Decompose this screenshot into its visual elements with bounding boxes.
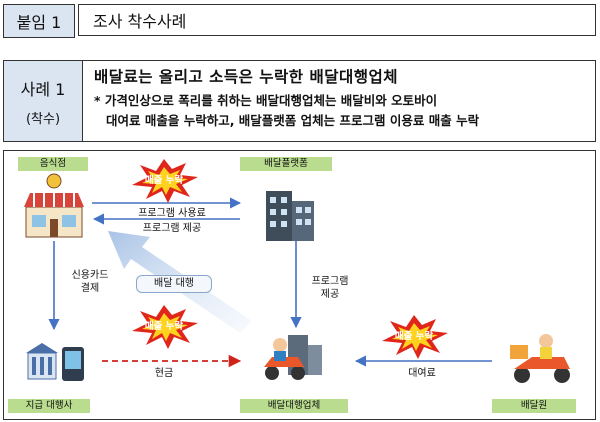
case-desc-line1: * 가격인상으로 폭리를 취하는 배달대행업체는 배달비와 오토바이 bbox=[94, 93, 438, 108]
case-desc-line2: 대여료 매출을 누락하고, 배달플랫폼 업체는 프로그램 이용료 매출 누락 bbox=[106, 113, 480, 128]
restaurant-icon bbox=[24, 173, 84, 238]
node-platform: 배달플랫폼 bbox=[240, 157, 332, 171]
burst-label: 매출 누락 bbox=[394, 331, 434, 342]
delivery-agency-icon bbox=[264, 335, 322, 380]
rider-icon bbox=[510, 334, 570, 383]
attachment-tag: 붙임 1 bbox=[3, 4, 75, 38]
diagram-canvas bbox=[24, 159, 570, 383]
node-rider: 배달원 bbox=[492, 399, 576, 413]
burst-label: 매출 누락 bbox=[144, 175, 184, 186]
flow-diagram: 음식점 배달플랫폼 지급 대행사 배달대행업체 배달원 매출 누락 매출 누락 … bbox=[3, 150, 596, 420]
flow-label-card-line2: 결제 bbox=[80, 283, 100, 294]
flow-label-cash: 현금 bbox=[154, 368, 174, 379]
node-delivery-agency: 배달대행업체 bbox=[240, 399, 348, 413]
burst-icon bbox=[382, 315, 448, 359]
building-icon bbox=[266, 191, 314, 241]
burst-icon bbox=[132, 305, 198, 349]
node-restaurant: 음식점 bbox=[18, 157, 88, 171]
case-label: 사례 1 bbox=[20, 79, 66, 99]
burst-label: 매출 누락 bbox=[144, 321, 184, 332]
flow-label-provide-down-line2: 제공 bbox=[320, 289, 340, 300]
flow-label-card-line1: 신용카드 bbox=[71, 270, 109, 281]
case-box: 사례 1 (착수) 배달료는 올리고 소득은 누락한 배달대행업체 * 가격인상… bbox=[3, 60, 596, 142]
flow-label-rental: 대여료 bbox=[408, 368, 436, 379]
flow-label-provide: 프로그램 제공 bbox=[142, 223, 202, 234]
burst-icon bbox=[132, 159, 198, 203]
flow-label-card: 신용카드 결제 bbox=[58, 269, 122, 295]
attachment-tag-text: 붙임 1 bbox=[16, 13, 62, 32]
flow-label-provide-down-line1: 프로그램 bbox=[311, 276, 349, 287]
page-title: 조사 착수사례 bbox=[78, 4, 596, 36]
case-status: (착수) bbox=[25, 111, 61, 127]
delivery-proxy-label: 배달 대행 bbox=[136, 275, 212, 293]
flow-label-provide-down: 프로그램 제공 bbox=[300, 275, 360, 301]
node-payment-gateway: 지급 대행사 bbox=[8, 399, 90, 413]
case-description: * 가격인상으로 폭리를 취하는 배달대행업체는 배달비와 오토바이 대여료 매… bbox=[94, 91, 589, 131]
case-label-cell: 사례 1 (착수) bbox=[4, 61, 83, 141]
page-title-text: 조사 착수사례 bbox=[93, 12, 187, 31]
flow-label-fee: 프로그램 사용료 bbox=[138, 208, 206, 219]
case-content: 배달료는 올리고 소득은 누락한 배달대행업체 * 가격인상으로 폭리를 취하는… bbox=[94, 65, 589, 131]
payment-terminal-icon bbox=[26, 343, 84, 381]
case-title: 배달료는 올리고 소득은 누락한 배달대행업체 bbox=[94, 68, 399, 86]
